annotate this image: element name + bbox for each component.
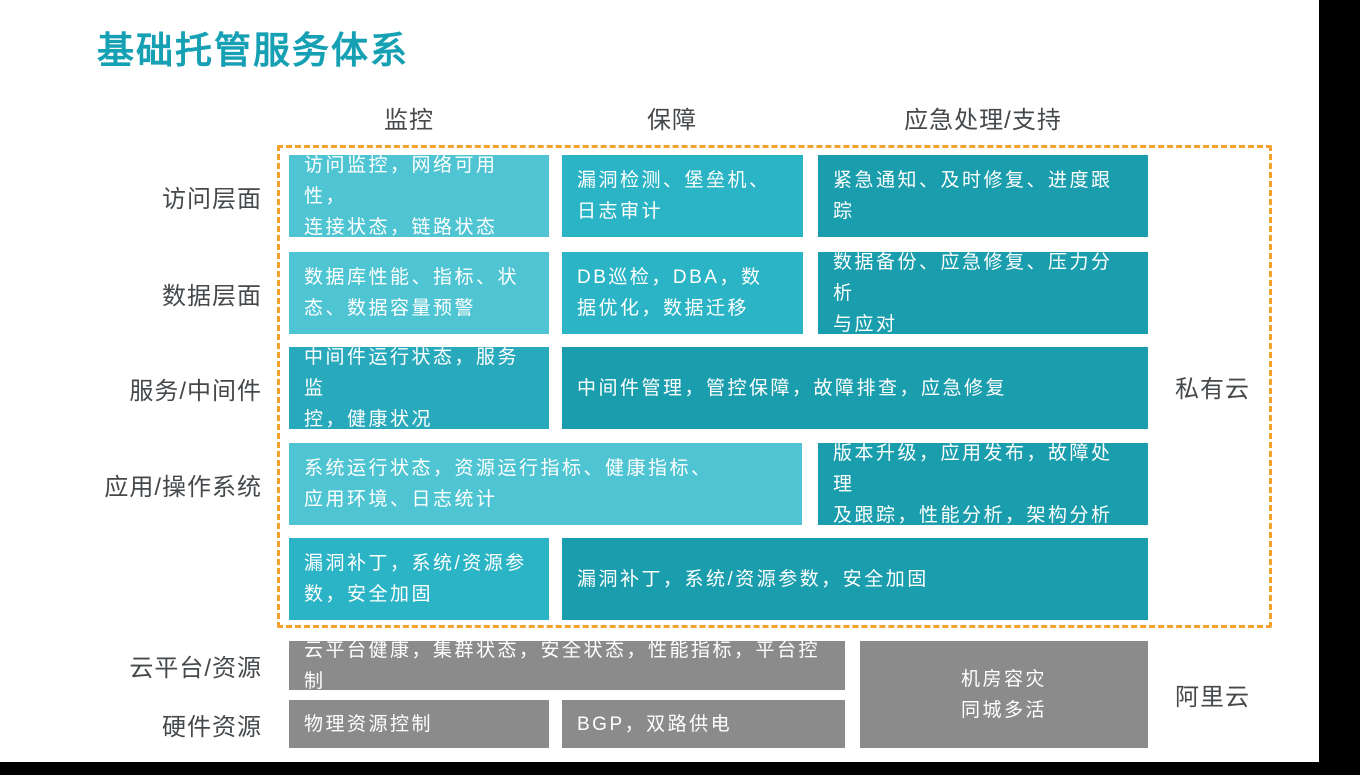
cell-text: 访问监控，网络可用性， 连接状态，链路状态 <box>304 154 498 238</box>
cell-data-emergency: 数据备份、应急修复、压力分析 与应对 <box>818 252 1148 335</box>
cell-access-assurance: 漏洞检测、堡垒机、 日志审计 <box>562 155 803 237</box>
cell-text: 数据备份、应急修复、压力分析 与应对 <box>833 251 1113 335</box>
cell-text: BGP，双路供电 <box>577 713 733 735</box>
cell-text: 物理资源控制 <box>304 713 434 735</box>
cell-text: 紧急通知、及时修复、进度跟踪 <box>833 170 1113 222</box>
cell-hardware-physical-control: 物理资源控制 <box>289 700 549 748</box>
cell-patch-assurance-emergency: 漏洞补丁，系统/资源参数，安全加固 <box>562 538 1148 620</box>
cell-os-emergency: 版本升级，应用发布，故障处理 及跟踪，性能分析，架构分析 <box>818 443 1148 526</box>
slide-canvas: 基础托管服务体系 监控 保障 应急处理/支持 访问层面 数据层面 服务/中间件 … <box>0 0 1319 762</box>
cell-patch-monitoring: 漏洞补丁，系统/资源参 数，安全加固 <box>289 538 549 620</box>
row-label-hardware-resources: 硬件资源 <box>162 713 262 741</box>
cell-hardware-bgp-power: BGP，双路供电 <box>562 700 845 748</box>
private-cloud-dashed-frame <box>277 145 1272 628</box>
row-label-app-os: 应用/操作系统 <box>104 473 262 501</box>
label-private-cloud: 私有云 <box>1175 376 1250 403</box>
cell-disaster-recovery: 机房容灾 同城多活 <box>860 641 1148 748</box>
column-header-monitoring: 监控 <box>384 106 434 134</box>
page-title: 基础托管服务体系 <box>97 30 409 71</box>
cell-access-emergency: 紧急通知、及时修复、进度跟踪 <box>818 155 1148 237</box>
cell-text: 漏洞补丁，系统/资源参 数，安全加固 <box>304 553 527 605</box>
label-ali-cloud: 阿里云 <box>1175 684 1250 711</box>
cell-data-monitoring: 数据库性能、指标、状 态、数据容量预警 <box>289 252 549 334</box>
row-label-data-layer: 数据层面 <box>162 282 262 310</box>
cell-cloud-platform-health: 云平台健康，集群状态，安全状态，性能指标，平台控制 <box>289 640 845 692</box>
column-header-emergency-support: 应急处理/支持 <box>904 106 1062 134</box>
cell-middleware-assurance-emergency: 中间件管理，管控保障，故障排查，应急修复 <box>562 347 1148 429</box>
cell-text: 数据库性能、指标、状 态、数据容量预警 <box>304 267 520 319</box>
cell-os-monitoring-assurance: 系统运行状态，资源运行指标、健康指标、 应用环境、日志统计 <box>289 443 802 525</box>
cell-text: 漏洞补丁，系统/资源参数，安全加固 <box>577 568 929 590</box>
row-label-cloud-platform-resources: 云平台/资源 <box>129 655 262 682</box>
cell-data-assurance: DB巡检，DBA，数 据优化，数据迁移 <box>562 252 803 334</box>
row-label-access-layer: 访问层面 <box>162 185 262 213</box>
cell-text: 版本升级，应用发布，故障处理 及跟踪，性能分析，架构分析 <box>833 442 1113 526</box>
cell-text: 云平台健康，集群状态，安全状态，性能指标，平台控制 <box>304 639 821 692</box>
cell-text: 中间件运行状态，服务监 控，健康状况 <box>304 346 520 430</box>
column-header-assurance: 保障 <box>647 106 697 134</box>
cell-text: 中间件管理，管控保障，故障排查，应急修复 <box>577 377 1008 399</box>
row-label-service-middleware: 服务/中间件 <box>129 377 262 405</box>
cell-text: DB巡检，DBA，数 据优化，数据迁移 <box>577 267 763 319</box>
cell-text: 系统运行状态，资源运行指标、健康指标、 应用环境、日志统计 <box>304 458 713 510</box>
cell-middleware-monitoring: 中间件运行状态，服务监 控，健康状况 <box>289 347 549 430</box>
cell-text: 机房容灾 同城多活 <box>960 668 1047 721</box>
cell-text: 漏洞检测、堡垒机、 日志审计 <box>577 170 771 222</box>
cell-access-monitoring: 访问监控，网络可用性， 连接状态，链路状态 <box>289 155 549 238</box>
